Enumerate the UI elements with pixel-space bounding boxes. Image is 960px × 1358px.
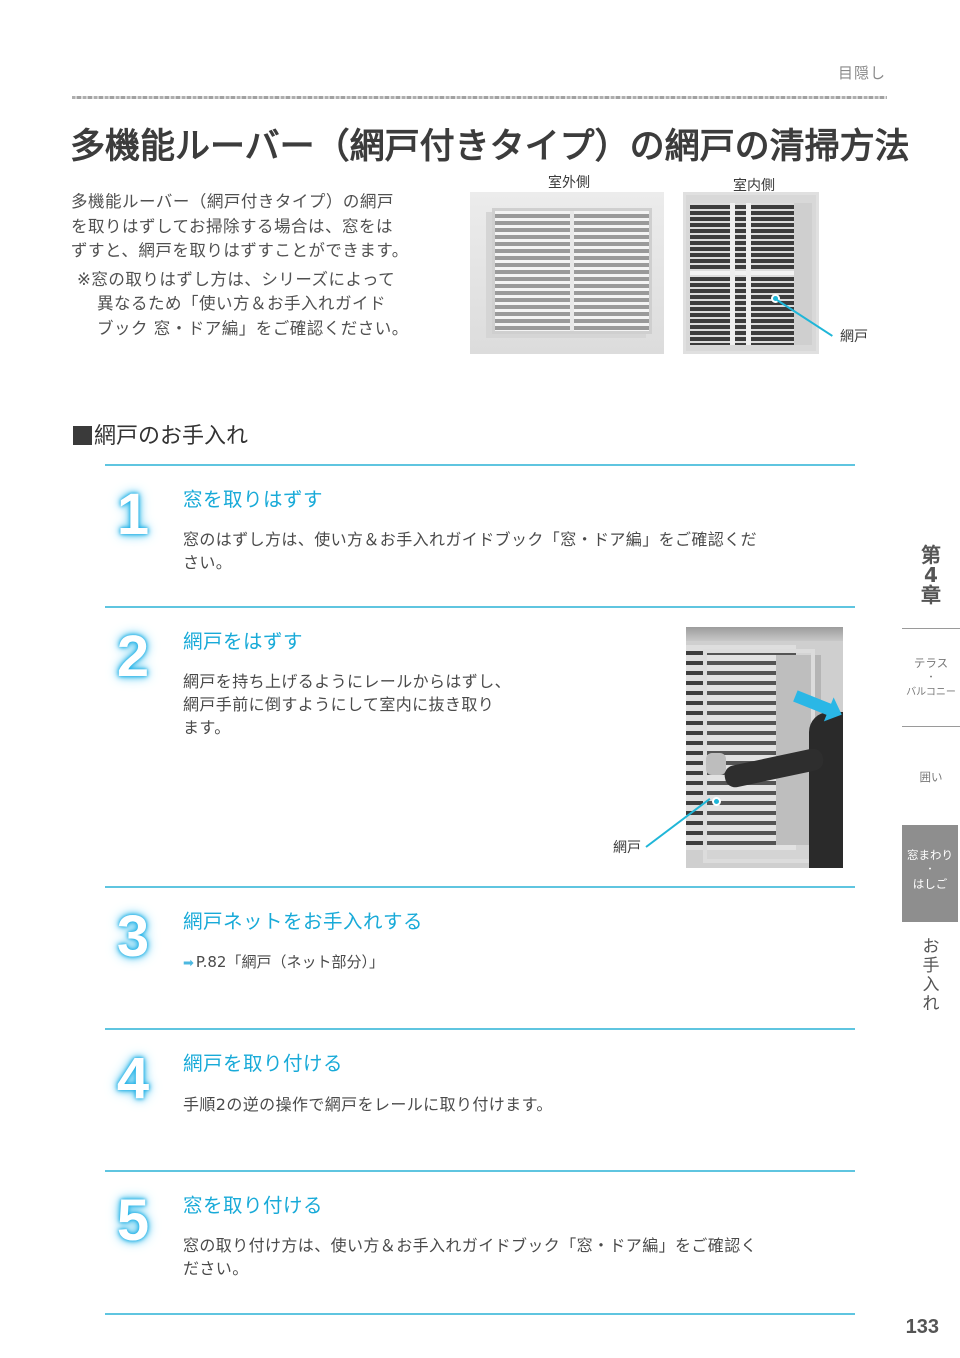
inside-photo-label: 室内側 [733, 178, 775, 194]
chapter-number: 4 [924, 563, 938, 587]
callout-dot-icon [712, 797, 721, 806]
screen-frame-stile [746, 203, 751, 345]
screen-callout-label: 網戸 [613, 840, 641, 856]
intro-line: ずすと、網戸を取りはずすことができます。 [71, 241, 409, 260]
step-divider [105, 464, 855, 466]
step-body: 網戸を持ち上げるようにレールからはずし、 網戸手前に倒すようにして室内に抜き取り… [183, 670, 511, 739]
step-divider [105, 1028, 855, 1030]
chapter-label: 第 4 章 [902, 545, 960, 605]
arrow-right-icon: ➡ [183, 956, 194, 971]
chapter-char: 章 [921, 583, 941, 607]
tab-label: 囲い [919, 770, 943, 784]
callout-dot-icon [771, 294, 780, 303]
section-label: 目隠し [837, 64, 886, 82]
step-title: 窓を取りはずす [183, 488, 324, 511]
step-number: 5 [116, 1188, 150, 1253]
step-body-line: 網戸手前に倒すようにして室内に抜き取り [183, 695, 495, 714]
page-number: 133 [905, 1316, 939, 1338]
step-divider [105, 1170, 855, 1172]
screen-frame-bar [690, 271, 796, 275]
step-title: 窓を取り付ける [183, 1194, 324, 1217]
window-top-frame [686, 627, 843, 641]
outside-photo-label: 室外側 [548, 175, 590, 191]
tab-divider [902, 628, 960, 629]
step-body-line: 手順2の逆の操作で網戸をレールに取り付けます。 [183, 1095, 553, 1114]
step-number: 2 [116, 624, 150, 689]
inside-louver-photo [683, 192, 819, 354]
step-number: 3 [116, 904, 150, 969]
screen-frame-stile [730, 203, 735, 345]
tab-label: はしご [912, 877, 948, 891]
step-title: 網戸を取り付ける [183, 1052, 344, 1075]
step-body-line: さい。 [183, 553, 233, 572]
bottom-divider [105, 1313, 855, 1315]
page-title: 多機能ルーバー（網戸付きタイプ）の網戸の清掃方法 [70, 127, 910, 167]
step-number: 4 [116, 1046, 150, 1111]
step-divider [105, 606, 855, 608]
step-body-line: 窓のはずし方は、使い方＆お手入れガイドブック「窓・ドア編」をご確認くだ [183, 530, 758, 549]
tab-label: れ [922, 994, 940, 1014]
louver-frame [492, 208, 652, 334]
step-body: 窓の取り付け方は、使い方＆お手入れガイドブック「窓・ドア編」をご確認く ださい。 [183, 1234, 757, 1280]
section-heading: 網戸のお手入れ [73, 418, 248, 450]
intro-line: 多機能ルーバー（網戸付きタイプ）の網戸 [71, 192, 394, 211]
person-silhouette [809, 712, 843, 868]
tab-divider [902, 726, 960, 727]
step-number: 1 [116, 482, 150, 547]
intro-note: ※窓の取りはずし方は、シリーズによって 異なるため「使い方＆お手入れガイド ブッ… [71, 268, 451, 342]
tab-label: 入 [922, 975, 940, 995]
tab-label: お [922, 937, 940, 957]
tab-label: ・ [925, 865, 935, 875]
step-body-line: 網戸を持ち上げるようにレールからはずし、 [183, 672, 512, 691]
header-divider [72, 96, 887, 99]
intro-line: を取りはずしてお掃除する場合は、窓をは [71, 216, 394, 236]
person-hand [706, 753, 726, 775]
tab-enclosure[interactable]: 囲い [902, 769, 960, 786]
step-body: 窓のはずし方は、使い方＆お手入れガイドブック「窓・ドア編」をご確認くだ さい。 [183, 528, 757, 574]
step-body-line: 窓の取り付け方は、使い方＆お手入れガイドブック「窓・ドア編」をご確認く [183, 1236, 758, 1255]
chapter-char: 第 [921, 543, 941, 567]
tab-label: 窓まわり [907, 848, 953, 862]
step-title: 網戸をはずす [183, 630, 304, 653]
tab-terrace-balcony[interactable]: テラス ・ バルコニー [902, 655, 960, 701]
tab-label: ・ [926, 673, 936, 683]
tab-window-ladder-active[interactable]: 窓まわり ・ はしご [902, 825, 958, 922]
square-bullet-icon [73, 426, 92, 445]
step-divider [105, 886, 855, 888]
step-body-line: ださい。 [183, 1259, 249, 1278]
tab-label: バルコニー [906, 687, 956, 698]
note-line: ブック 窓・ドア編」をご確認ください。 [97, 318, 409, 338]
note-line: ※窓の取りはずし方は、シリーズによって [77, 269, 396, 289]
outside-louver-photo [470, 192, 664, 354]
page-reference-link[interactable]: ➡P.82「網戸（ネット部分）」 [183, 951, 384, 972]
louver-divider [570, 211, 574, 331]
tab-label: テラス [913, 656, 949, 670]
window-side-frame [794, 203, 812, 345]
tab-label: 手 [922, 956, 940, 976]
remove-screen-photo [686, 627, 843, 868]
screen-callout-label: 網戸 [840, 329, 868, 345]
section-heading-text: 網戸のお手入れ [94, 424, 249, 449]
step-body-line: ます。 [183, 718, 231, 737]
tab-care-vertical[interactable]: お 手 入 れ [902, 938, 960, 1014]
step-body: 手順2の逆の操作で網戸をレールに取り付けます。 [183, 1093, 553, 1116]
page-reference-text[interactable]: P.82「網戸（ネット部分）」 [195, 953, 384, 971]
step-title: 網戸ネットをお手入れする [183, 910, 424, 933]
note-line: 異なるため「使い方＆お手入れガイド [97, 294, 386, 313]
intro-text: 多機能ルーバー（網戸付きタイプ）の網戸 を取りはずしてお掃除する場合は、窓をは … [71, 190, 451, 341]
